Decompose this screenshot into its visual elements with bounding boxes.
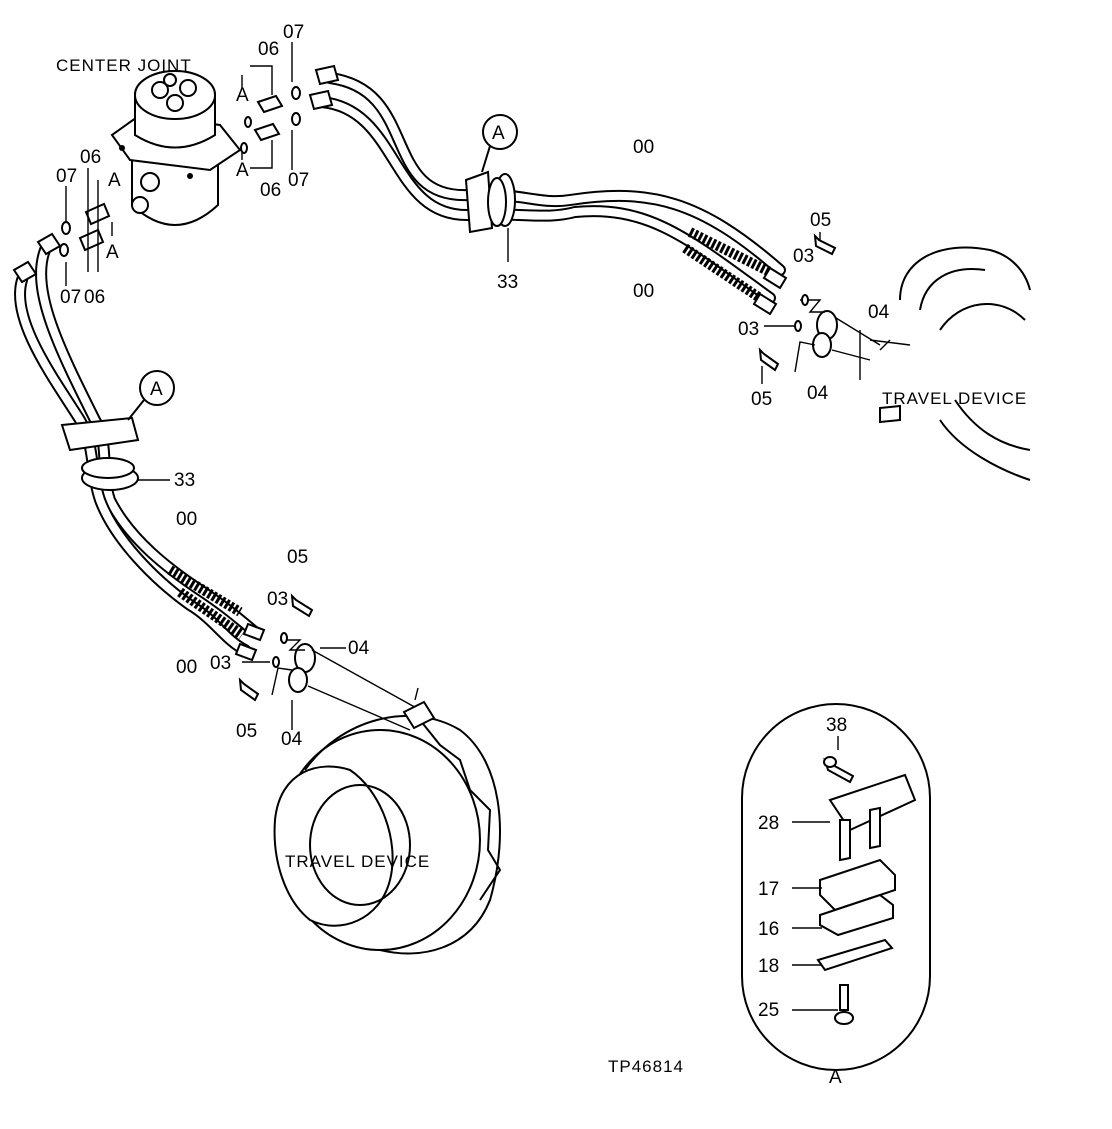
part-07-c: 07 xyxy=(56,166,77,187)
travel-device-left-drawing xyxy=(273,687,502,955)
hoses-left xyxy=(12,232,266,662)
part-03-d: 03 xyxy=(210,653,231,674)
part-18: 18 xyxy=(758,956,779,977)
drawing-id: TP46814 xyxy=(608,1057,684,1076)
fittings-upper xyxy=(240,75,301,160)
part-05-d: 05 xyxy=(236,721,257,742)
ref-a-4: A xyxy=(106,242,119,263)
clamp-callout-left: A xyxy=(150,379,163,400)
part-06-c: 06 xyxy=(80,147,101,168)
flange-left xyxy=(238,593,421,731)
clamp-left xyxy=(60,370,175,491)
hoses-upper-right xyxy=(308,64,788,316)
part-04-d: 04 xyxy=(281,729,303,750)
detail-a-label: A xyxy=(829,1067,842,1088)
part-03-c: 03 xyxy=(267,589,288,610)
part-05-b: 05 xyxy=(751,389,772,410)
part-03-b: 03 xyxy=(738,319,759,340)
part-33-a: 33 xyxy=(497,272,518,293)
flange-right xyxy=(758,232,881,384)
part-16: 16 xyxy=(758,919,779,940)
part-00-c: 00 xyxy=(176,509,197,530)
part-06-a: 06 xyxy=(258,39,279,60)
part-28: 28 xyxy=(758,813,779,834)
clamp-callout-upper: A xyxy=(492,123,505,144)
part-07-d: 07 xyxy=(60,287,81,308)
clamp-upper xyxy=(464,114,518,262)
part-07-b: 07 xyxy=(288,170,309,191)
part-04-c: 04 xyxy=(348,638,370,659)
part-04-a: 04 xyxy=(868,302,890,323)
part-00-d: 00 xyxy=(176,657,197,678)
part-00-b: 00 xyxy=(633,281,654,302)
part-38: 38 xyxy=(826,715,847,736)
ref-a-3: A xyxy=(108,170,121,191)
part-00-a: 00 xyxy=(633,137,654,158)
center-joint-drawing xyxy=(110,70,242,226)
part-17: 17 xyxy=(758,879,779,900)
ref-a-2: A xyxy=(236,160,249,181)
center-joint-label: CENTER JOINT xyxy=(56,56,192,75)
part-05-c: 05 xyxy=(287,547,308,568)
part-06-d: 06 xyxy=(84,287,105,308)
travel-device-right-label: TRAVEL DEVICE xyxy=(882,389,1027,408)
leader-lines-top xyxy=(65,42,293,286)
fittings-left xyxy=(59,202,111,257)
part-04-b: 04 xyxy=(807,383,829,404)
part-33-b: 33 xyxy=(174,470,195,491)
part-03-a: 03 xyxy=(793,246,814,267)
part-05-a: 05 xyxy=(810,210,831,231)
detail-a-drawing xyxy=(741,703,931,1071)
part-25: 25 xyxy=(758,1000,779,1021)
travel-device-right-drawing xyxy=(859,246,1031,481)
part-06-b: 06 xyxy=(260,180,281,201)
ref-a-1: A xyxy=(236,85,249,106)
travel-device-left-label: TRAVEL DEVICE xyxy=(285,852,430,871)
part-07-a: 07 xyxy=(283,22,304,43)
